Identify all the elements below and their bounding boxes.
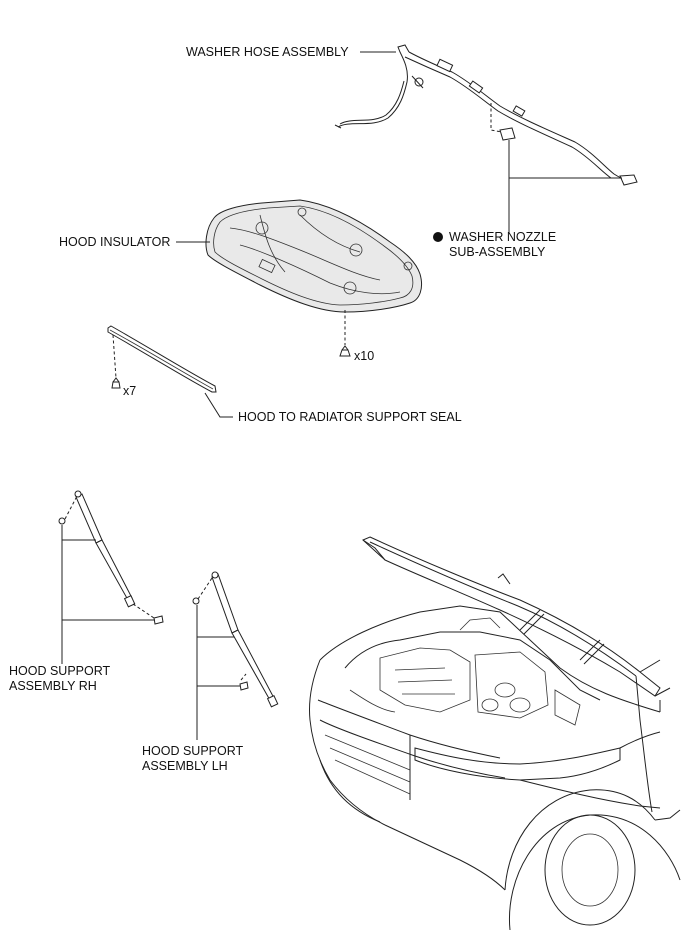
washer-nozzle-leader [508,140,622,232]
support-rh-leader [61,525,155,664]
support-rh-label-line2: ASSEMBLY RH [9,679,97,693]
insulator-clip-count: x10 [354,349,374,363]
hood-support-rh [58,490,164,625]
non-reusable-marker-icon [433,232,443,242]
washer-hose-assembly [334,44,638,186]
hood-to-radiator-support-seal [107,325,217,393]
hood-insulator [205,199,423,313]
insulator-clip-icon [339,345,351,357]
seal-leader [204,392,233,418]
seal-clip-guide [112,334,117,379]
hood-support-lh [192,571,279,708]
support-lh-guide-top [197,577,213,600]
washer-nozzle-label-line1: WASHER NOZZLE [449,230,556,244]
washer-hose-label: WASHER HOSE ASSEMBLY [186,45,349,59]
support-rh-guide-top [64,497,77,520]
seal-clip-icon [111,377,121,389]
seal-clip-count: x7 [123,384,136,398]
hood-insulator-label: HOOD INSULATOR [59,235,170,249]
support-lh-label-line2: ASSEMBLY LH [142,759,228,773]
washer-nozzle-left [490,103,516,141]
washer-nozzle-label-line2: SUB-ASSEMBLY [449,245,546,259]
support-rh-label-line1: HOOD SUPPORT [9,664,111,678]
seal-label: HOOD TO RADIATOR SUPPORT SEAL [238,410,462,424]
support-lh-guide-bottom [240,673,247,681]
vehicle-front-illustration [309,536,681,931]
support-rh-guide-bottom [132,603,155,619]
support-lh-label-line1: HOOD SUPPORT [142,744,244,758]
support-lh-leader [196,605,240,740]
